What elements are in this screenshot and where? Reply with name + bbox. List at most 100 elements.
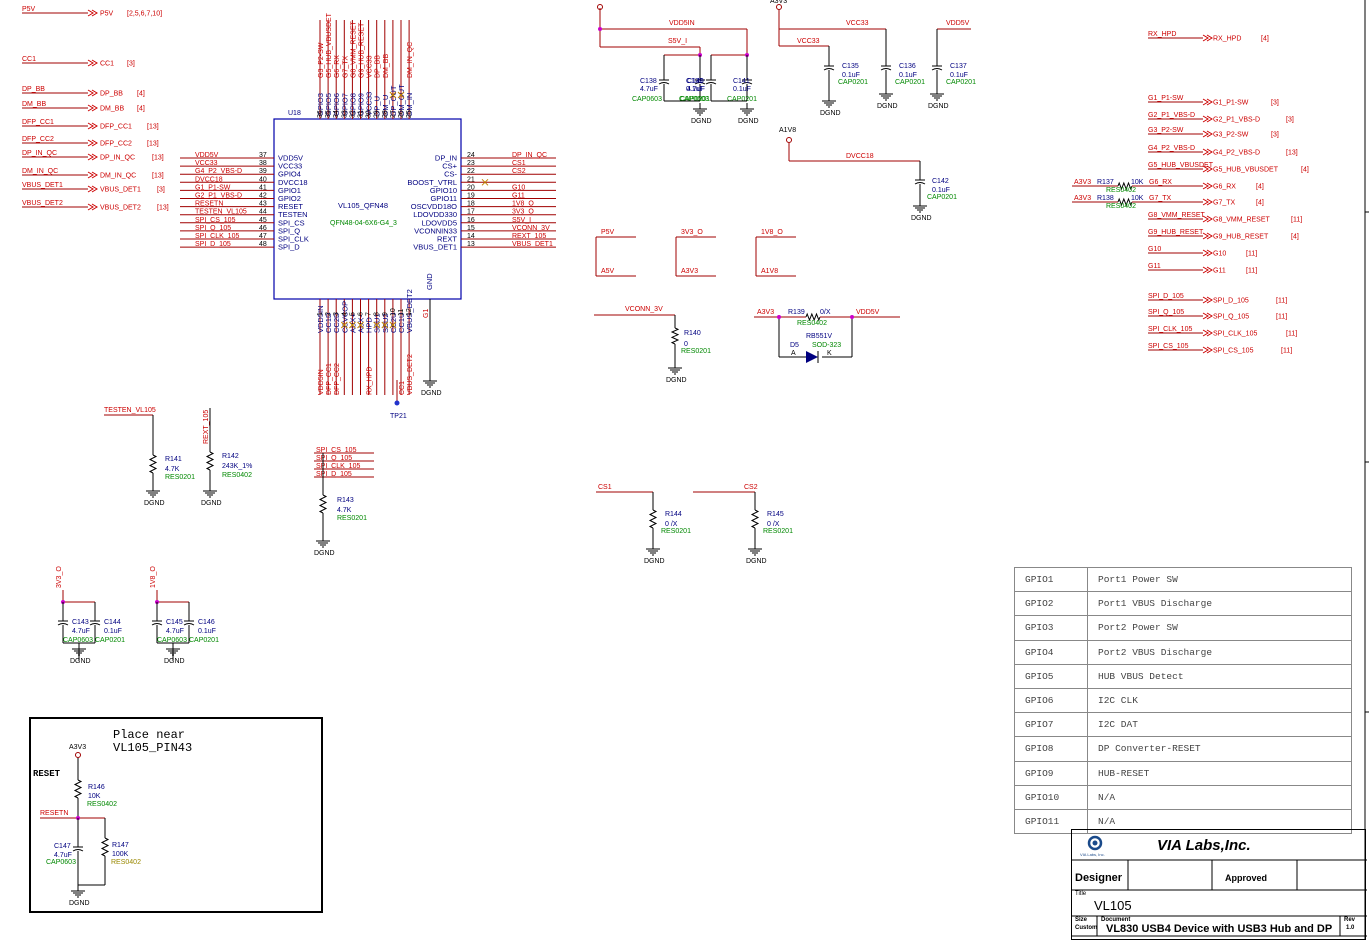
pin-name: GPIO8 <box>348 93 357 116</box>
net-label: G6_RX <box>1149 179 1172 186</box>
port-label: DM_IN_QC <box>100 173 136 180</box>
size-value: Custom <box>1075 925 1098 931</box>
title-block: VIA Labs, Inc. VIA Labs,Inc. Designer Ap… <box>1071 829 1367 940</box>
port-page-ref: [3] <box>157 187 165 194</box>
pin-name: DM_U <box>381 95 390 116</box>
pin-name: CCVCOP <box>340 301 349 333</box>
cap-value: 4.7uF <box>54 852 72 859</box>
cap-package: CAP0201 <box>95 637 125 644</box>
port-net: SPI_Q_105 <box>1148 309 1184 316</box>
pin-number: 40 <box>259 176 267 183</box>
port-page-ref: [3] <box>1271 100 1279 107</box>
offpage-connector-icon <box>87 104 98 112</box>
pin-number: 9 <box>382 312 389 316</box>
port-net: DFP_CC1 <box>22 119 54 126</box>
pin-number: 10 <box>390 308 397 316</box>
ground-label: DGND <box>314 550 335 557</box>
pin-number: 2 <box>325 312 332 316</box>
no-connect-mark <box>397 91 405 99</box>
pin-name: CC1D <box>324 312 333 333</box>
port-page-ref: [11] <box>1246 268 1257 275</box>
cap-ref: C140 <box>687 78 704 85</box>
net-label: DVCC18 <box>846 153 874 160</box>
port-page-ref: [3] <box>127 61 135 68</box>
port-page-ref: [2,5,6,7,10] <box>127 11 162 18</box>
port-label: DP_IN_QC <box>100 155 135 162</box>
res-package: RES0402 <box>87 801 117 808</box>
res-ref: R140 <box>684 330 701 337</box>
logo-small-text: VIA Labs, Inc. <box>1080 852 1105 857</box>
capacitor-icon <box>880 68 892 71</box>
res-value: 0/X <box>820 309 831 316</box>
offpage-connector-icon <box>1202 312 1213 320</box>
cap-value: 4.7uF <box>72 628 90 635</box>
net-label: VDD5V <box>946 20 970 27</box>
pin-name: SBU1 <box>373 313 382 333</box>
cap-value: 0.1uF <box>686 86 704 93</box>
port-label: DFP_CC1 <box>100 124 132 131</box>
net-label: VBUS_DET2 <box>407 354 414 395</box>
net-label: SPI_Q_105 <box>195 225 231 232</box>
offpage-connector-icon <box>1202 148 1213 156</box>
ground-label: DGND <box>644 558 665 565</box>
net-label: REXT_105 <box>512 233 546 240</box>
port-page-ref: [11] <box>1291 217 1302 224</box>
capacitor-icon <box>694 82 706 85</box>
port-label: G9_HUB_RESET <box>1213 234 1269 241</box>
net-label: 1V8_O <box>512 201 534 208</box>
ground-label: DGND <box>144 500 165 507</box>
pin-name: SPI_Q <box>278 226 300 235</box>
port-label: SPI_CLK_105 <box>1213 331 1257 338</box>
pin-number: 36 <box>317 110 324 118</box>
offpage-connector-icon <box>1202 346 1213 354</box>
net-label: DM_IN_QC <box>407 42 414 78</box>
rail-bottom-label: A3V3 <box>681 268 698 275</box>
cap-ref: C145 <box>166 619 183 626</box>
pin-name: GPIO11 <box>430 194 457 203</box>
pin-number: 12 <box>406 308 413 316</box>
net-label: G11 <box>512 193 525 200</box>
pin-number: 15 <box>467 225 475 232</box>
offpage-connector-icon <box>1202 98 1213 106</box>
capacitor-icon <box>57 623 69 626</box>
power-flag-icon <box>786 137 792 143</box>
port-label: DM_BB <box>100 106 124 113</box>
pin-name: GND <box>425 273 434 290</box>
pin-number: 26 <box>398 110 405 118</box>
ground-label: DGND <box>201 500 222 507</box>
net-label: G3_P2-SW <box>318 42 325 78</box>
port-net: G3_P2-SW <box>1148 127 1184 134</box>
capacitor-icon <box>914 182 926 185</box>
res-package: RES0201 <box>681 348 711 355</box>
pin-number: 35 <box>325 110 332 118</box>
cap-package: CAP0603 <box>63 637 93 644</box>
cap-package: CAP0201 <box>946 79 976 86</box>
port-label: SPI_Q_105 <box>1213 314 1249 321</box>
diode-part: RB551V <box>806 333 832 340</box>
net-label: VCC33 <box>367 55 374 78</box>
junction-dot <box>598 27 602 31</box>
net-label: VCONN_3V <box>512 225 550 232</box>
port-page-ref: [3] <box>1286 117 1294 124</box>
port-page-ref: [13] <box>147 124 159 131</box>
offpage-connector-icon <box>87 185 98 193</box>
net-label: S5V_I <box>668 38 687 45</box>
port-page-ref: [13] <box>152 155 164 162</box>
port-net: G9_HUB_RESET <box>1148 229 1204 236</box>
rail-top-label: 3V3_O <box>681 229 703 236</box>
net-label: VBUS_DET1 <box>512 241 553 248</box>
pin-number: 25 <box>406 110 413 118</box>
port-label: G5_HUB_VBUSDET <box>1213 167 1279 174</box>
port-net: G1_P1-SW <box>1148 95 1184 102</box>
rev-value: 1.0 <box>1346 925 1355 931</box>
ref: R137 <box>1097 179 1114 186</box>
gpio-name: GPIO2 <box>1014 591 1088 617</box>
size-label: Size <box>1075 917 1088 923</box>
capacitor-icon <box>741 82 753 85</box>
offpage-connector-icon <box>87 203 98 211</box>
pin-number: 1 <box>317 312 324 316</box>
net-label: VDD5IN <box>669 20 695 27</box>
port-label: SPI_CS_105 <box>1213 348 1254 355</box>
pin-number: 24 <box>467 152 475 159</box>
